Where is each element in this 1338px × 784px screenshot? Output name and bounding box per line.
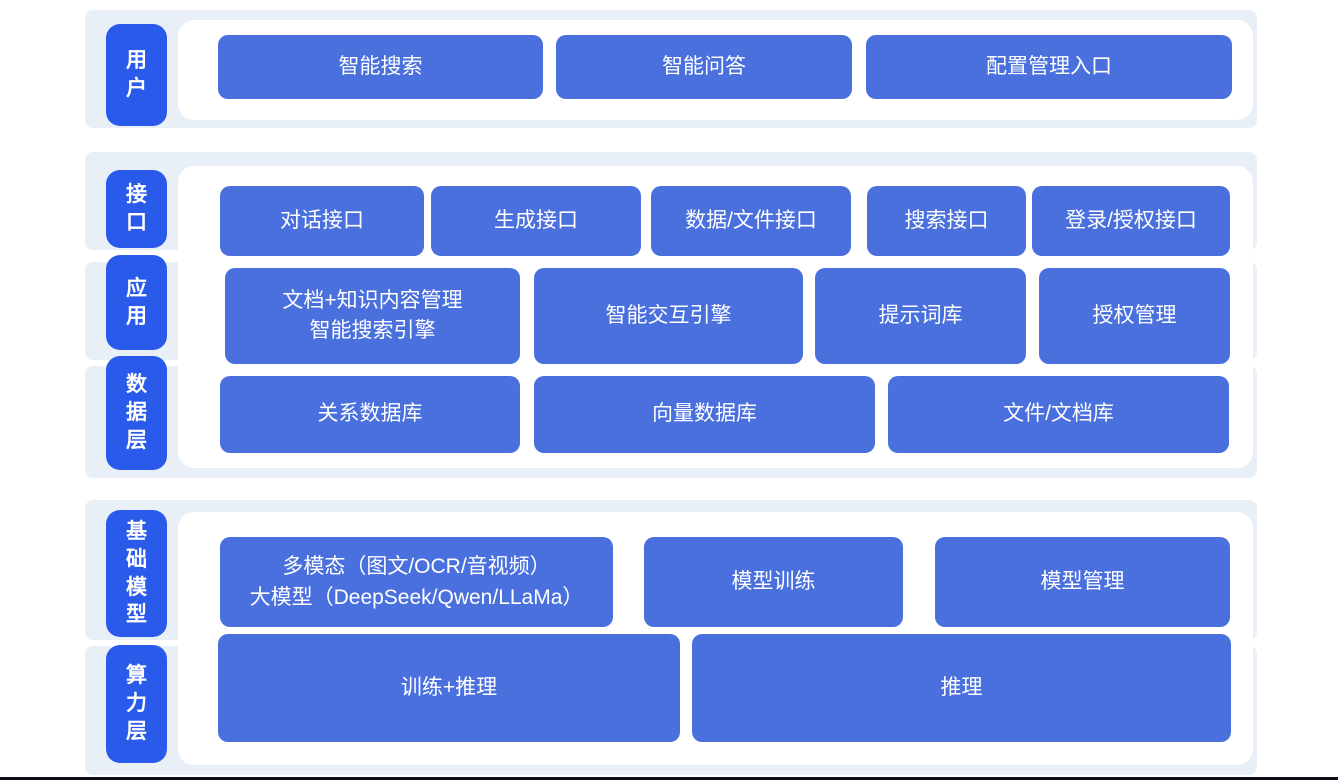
- node-smart-qa: 智能问答: [556, 35, 852, 99]
- node-training-inference: 训练+推理: [218, 634, 680, 742]
- node-smart-search: 智能搜索: [218, 35, 543, 99]
- node-search-api: 搜索接口: [867, 186, 1026, 256]
- node-model-training: 模型训练: [644, 537, 903, 627]
- node-vector-db: 向量数据库: [534, 376, 875, 453]
- node-smart-interaction-engine: 智能交互引擎: [534, 268, 803, 364]
- node-model-management: 模型管理: [935, 537, 1230, 627]
- layer-label-foundation: 基础模型: [106, 510, 167, 637]
- node-relational-db: 关系数据库: [220, 376, 520, 453]
- layer-label-foundation-text: 基础模型: [126, 520, 147, 627]
- layer-label-compute-text: 算力层: [126, 664, 147, 743]
- node-dialog-api: 对话接口: [220, 186, 424, 256]
- node-inference: 推理: [692, 634, 1231, 742]
- layer-label-data-text: 数据层: [126, 373, 147, 452]
- node-config-management-entry: 配置管理入口: [866, 35, 1232, 99]
- layer-label-interface-text: 接口: [126, 183, 147, 234]
- layer-label-interface: 接口: [106, 170, 167, 248]
- node-login-auth-api: 登录/授权接口: [1032, 186, 1230, 256]
- node-data-file-api: 数据/文件接口: [651, 186, 851, 256]
- layer-label-application-text: 应用: [126, 276, 147, 328]
- layer-label-compute: 算力层: [106, 645, 167, 763]
- layer-label-user-text: 用户: [126, 49, 147, 100]
- node-auth-management: 授权管理: [1039, 268, 1230, 364]
- layer-label-user: 用户: [106, 24, 167, 126]
- layer-label-application: 应用: [106, 255, 167, 350]
- bottom-divider-line: [0, 777, 1338, 780]
- node-file-document-store: 文件/文档库: [888, 376, 1229, 453]
- node-doc-knowledge-search-engine: 文档+知识内容管理 智能搜索引擎: [225, 268, 520, 364]
- node-prompt-library: 提示词库: [815, 268, 1026, 364]
- layer-label-data: 数据层: [106, 356, 167, 470]
- node-generation-api: 生成接口: [431, 186, 641, 256]
- node-multimodal-llm: 多模态（图文/OCR/音视频） 大模型（DeepSeek/Qwen/LLaMa）: [220, 537, 613, 627]
